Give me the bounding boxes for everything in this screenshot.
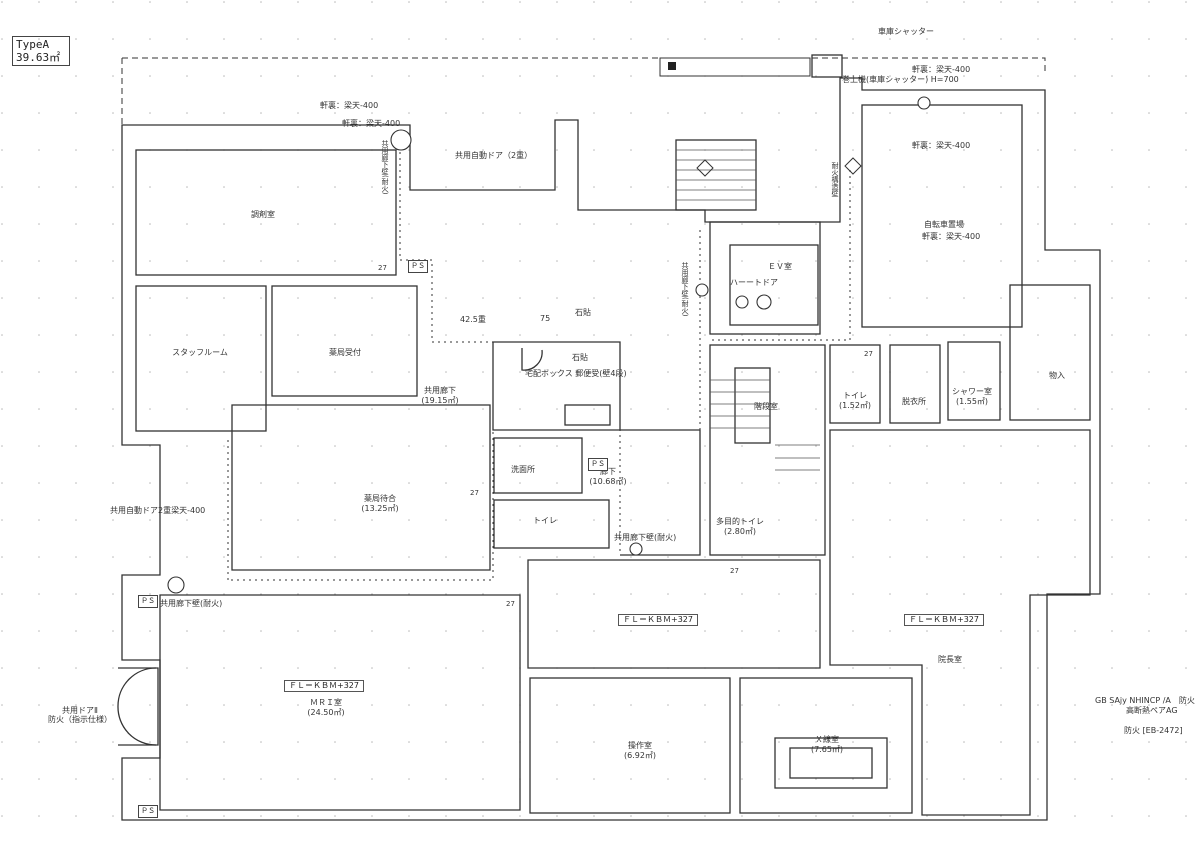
note-dim-425: 42.5重 (460, 315, 486, 324)
room-dressing (889, 344, 941, 424)
room-stairs (709, 344, 826, 556)
level-mark-5: 27 (864, 350, 873, 358)
room-ev (709, 221, 821, 335)
label-shower-area: (1.55㎡) (955, 397, 989, 406)
label-ev-room: ＥＶ室 (768, 262, 792, 271)
note-shutter: 車庫シャッター (878, 27, 934, 36)
label-corridor: 共用廊下 (424, 386, 456, 395)
level-mark-1: 27 (378, 264, 387, 272)
label-staff-room: スタッフルーム (172, 348, 228, 357)
note-corridor-wall2: 共用廊下壁(耐火) (614, 533, 677, 542)
room-director (829, 429, 1091, 816)
note-soffit-a: 軒裏：梁天-400 (320, 101, 379, 110)
room-waiting (231, 404, 491, 571)
room-xray (739, 677, 913, 814)
label-mri-area: (24.50㎡) (307, 708, 345, 717)
room-bicycle (861, 104, 1023, 328)
label-hallway-area: (10.68㎡) (589, 477, 627, 486)
stair-treads (676, 149, 820, 471)
fl-tag-center: ＦＬ＝ＫＢＭ+327 (618, 614, 698, 626)
label-reception: 薬局受付 (329, 348, 361, 357)
label-washroom: 洗面所 (511, 465, 535, 474)
fl-tag-mri: ＦＬ＝ＫＢＭ+327 (284, 680, 364, 692)
label-corridor-area: (19.15㎡) (421, 396, 459, 405)
note-stone2: 石貼 (572, 353, 588, 362)
label-toilet2: トイレ (843, 391, 867, 400)
label-storage: 物入 (1049, 371, 1065, 380)
note-dim-75: 75 (540, 314, 551, 323)
note-shared-door-spec: 防火（指示仕様） (48, 715, 112, 724)
fl-tag-right: ＦＬ＝ＫＢＭ+327 (904, 614, 984, 626)
note-stone: 石貼 (575, 308, 591, 317)
entrance-door (118, 667, 159, 746)
label-stairs: 階段室 (754, 402, 778, 411)
type-box: TypeA 39.63㎡ (12, 36, 70, 66)
outer-wall (121, 77, 1101, 821)
room-toilet (493, 499, 610, 549)
room-dispensing (135, 149, 397, 276)
ps-box-3: ＰＳ (138, 595, 158, 608)
label-mri: ＭＲＩ室 (310, 698, 342, 707)
label-shower: シャワー室 (952, 387, 992, 396)
note-shared-auto-door: 共用自動ドア（2重） (455, 151, 533, 160)
note-shutter-winder: 巻上機(車庫シャッター) H=700 (842, 75, 959, 84)
note-corridor-wall3: 共用廊下壁(耐火) (681, 262, 689, 317)
room-shower (947, 341, 1001, 421)
note-shared-auto-door-left: 共用自動ドア2重梁天-400 (110, 506, 206, 515)
label-xray: Ｘ線室 (815, 735, 839, 744)
note-spec1: GB SAjy NHINCP /A 防火 (1095, 696, 1195, 705)
note-fire-wall-right: 耐火構造壁 (831, 162, 839, 197)
type-name: TypeA (16, 38, 50, 51)
room-staff (135, 285, 267, 432)
label-operation: 操作室 (628, 741, 652, 750)
xray-table (774, 737, 888, 789)
columns (167, 96, 931, 594)
label-director: 院長室 (938, 655, 962, 664)
label-hallway: 廊下 (600, 467, 616, 476)
note-fire-wall-left: 共用廊下壁(耐火) (381, 140, 389, 195)
note-soffit-d: 軒裏：梁天-400 (922, 232, 981, 241)
note-shared-door: 共用ドアⅡ (62, 706, 98, 715)
label-toilet2-area: (1.52㎡) (838, 401, 872, 410)
room-operation (529, 677, 731, 814)
level-mark-4: 27 (730, 567, 739, 575)
room-storage (1009, 284, 1091, 421)
label-operation-area: (6.92㎡) (623, 751, 657, 760)
roof-line (122, 57, 1046, 72)
diamond-markers (696, 157, 862, 177)
label-waiting-area: (13.25㎡) (361, 504, 399, 513)
ps-box-1: ＰＳ (408, 260, 428, 273)
note-soffit-b: 軒裏：梁天-400 (342, 119, 401, 128)
room-mri (159, 594, 521, 811)
note-spec3: 防火 [EB-2472] (1124, 726, 1183, 735)
label-dressing: 脱衣所 (902, 397, 926, 406)
stairs-top (675, 139, 757, 211)
label-bicycle: 自転車置場 (924, 220, 964, 229)
label-toilet: トイレ (533, 516, 557, 525)
label-multi-toilet: 多目的トイレ (716, 517, 764, 526)
room-washroom (493, 437, 583, 494)
room-toilet2 (829, 344, 881, 424)
ps-box-4: ＰＳ (138, 805, 158, 818)
ps-box-2: ＰＳ (588, 458, 608, 471)
label-xray-area: (7.65㎡) (810, 745, 844, 754)
note-soffit-c: 軒裏：梁天-400 (912, 141, 971, 150)
note-ev-door: ハーートドア (730, 278, 778, 287)
note-soffit-e: 軒裏：梁天-400 (912, 65, 971, 74)
note-spec2: 高断熱ペアAG (1126, 706, 1178, 715)
level-mark-2: 27 (470, 489, 479, 497)
shutter-motor (668, 62, 676, 70)
note-corridor-wall: 共用廊下壁(耐火) (160, 599, 223, 608)
label-multi-toilet-area: (2.80㎡) (723, 527, 757, 536)
label-waiting: 薬局待合 (364, 494, 396, 503)
label-parcel-box: 宅配ボックス 郵便受(壁4段) (525, 369, 627, 378)
label-dispensing: 調剤室 (251, 210, 275, 219)
room-reception (271, 285, 418, 397)
level-mark-3: 27 (506, 600, 515, 608)
type-area: 39.63㎡ (16, 51, 61, 64)
